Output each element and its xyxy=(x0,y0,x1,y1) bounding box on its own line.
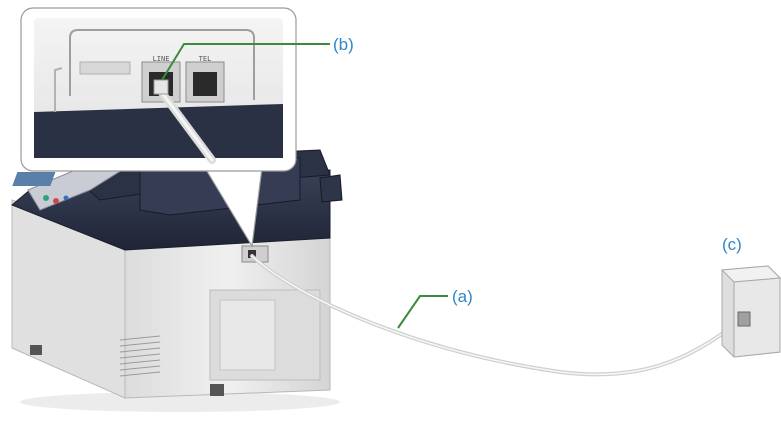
panel-display xyxy=(12,172,56,186)
wall-jack-socket xyxy=(737,311,751,327)
panel-button-start xyxy=(43,195,49,201)
inset-cable-highlight xyxy=(158,88,214,162)
wall-jack-face xyxy=(733,277,781,358)
printer-foot xyxy=(30,345,42,355)
printer-shadow xyxy=(20,392,340,412)
leader-line-a xyxy=(397,295,448,329)
inset-cable-plug xyxy=(153,79,169,95)
inset-dark-base xyxy=(34,104,283,158)
line-port-label: LINE xyxy=(153,55,170,63)
wall-jack xyxy=(720,265,781,358)
rear-cover xyxy=(219,299,276,371)
panel-button xyxy=(63,195,69,201)
printer xyxy=(11,149,343,412)
inset-edge xyxy=(54,67,63,112)
leader-line-b xyxy=(161,43,330,81)
tel-port-label: TEL xyxy=(199,55,212,63)
inset-magnified-view: LINE TEL xyxy=(20,7,297,248)
phone-cable-highlight xyxy=(251,255,739,376)
panel-button-stop xyxy=(53,198,59,204)
callout-a: (a) xyxy=(452,287,473,306)
inset-housing xyxy=(69,29,255,100)
vent-grille xyxy=(119,335,161,377)
callout-b: (b) xyxy=(333,35,354,54)
callout-c: (c) xyxy=(722,235,742,254)
printer-line-socket xyxy=(248,250,256,258)
inset-slot xyxy=(79,61,131,75)
tel-port-socket xyxy=(193,72,217,96)
printer-foot xyxy=(210,384,224,396)
hinge xyxy=(319,174,343,203)
control-panel xyxy=(27,164,131,211)
